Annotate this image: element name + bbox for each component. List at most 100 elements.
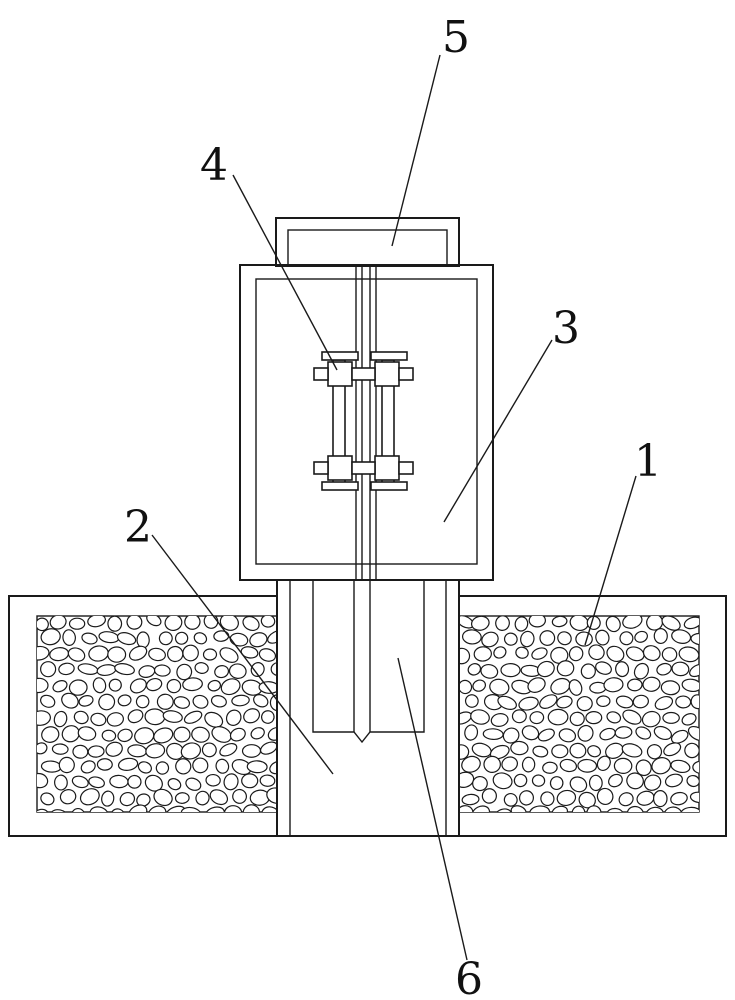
pebble: [596, 755, 611, 772]
pebble: [77, 726, 97, 741]
pebble: [577, 724, 594, 742]
pebble: [70, 807, 86, 812]
pebble: [54, 774, 68, 791]
pebble: [78, 695, 94, 707]
pebble: [180, 742, 202, 760]
pebble: [174, 792, 190, 804]
label-1: 1: [634, 436, 662, 487]
pebble: [192, 694, 209, 709]
pebble: [483, 755, 501, 773]
pebble: [261, 710, 275, 724]
pebble: [147, 805, 167, 812]
pebble: [88, 776, 105, 789]
pebble: [49, 616, 67, 630]
pebble: [98, 631, 120, 644]
pebble: [687, 725, 699, 742]
pebble: [192, 757, 209, 774]
pebble: [108, 678, 122, 692]
pebble: [551, 744, 569, 759]
pebble: [106, 712, 124, 727]
pebble: [660, 680, 681, 696]
pebble: [71, 775, 89, 789]
pebble: [135, 694, 150, 709]
pebble: [518, 696, 539, 711]
pebble: [88, 645, 109, 662]
pebble: [116, 632, 137, 646]
pebble: [622, 616, 643, 629]
pebble: [73, 710, 89, 725]
pebble: [606, 711, 622, 724]
pebble: [219, 742, 238, 757]
pebble: [146, 616, 162, 627]
pebble: [209, 789, 229, 806]
pebble: [259, 741, 277, 755]
pebble: [267, 726, 277, 741]
pebble: [107, 646, 127, 663]
left-gravel-fill: [37, 616, 277, 812]
pebble: [145, 677, 163, 692]
pebble: [119, 792, 136, 807]
pebble: [89, 806, 110, 812]
pebble: [662, 711, 680, 724]
pebble: [205, 773, 221, 787]
pebble: [558, 728, 577, 743]
pebble: [162, 710, 183, 723]
pebble: [153, 727, 174, 744]
pebble: [605, 616, 621, 633]
pebble: [569, 742, 587, 759]
pebble: [681, 678, 699, 693]
pebble: [471, 805, 491, 812]
pebble: [661, 616, 681, 631]
pebble: [635, 759, 652, 777]
pebble: [551, 616, 568, 628]
pebble: [686, 774, 699, 788]
pebble: [661, 647, 678, 662]
pebble: [489, 744, 510, 760]
pebble: [627, 678, 643, 692]
pebble: [651, 757, 672, 775]
pebble: [37, 710, 51, 726]
pebble: [547, 708, 569, 726]
pebble: [511, 709, 527, 724]
pebble: [258, 681, 277, 694]
pebble: [40, 661, 57, 678]
pebble: [500, 662, 521, 678]
pebble: [167, 778, 182, 791]
pebble: [551, 805, 569, 812]
pebble: [40, 694, 56, 708]
pebble: [622, 709, 642, 725]
pebble: [80, 760, 96, 774]
pebble: [603, 677, 624, 693]
pebble: [59, 789, 77, 805]
pebble: [250, 727, 265, 740]
pebble: [110, 808, 126, 812]
pebble: [527, 677, 546, 693]
pebble: [596, 695, 611, 708]
pebble: [654, 695, 674, 711]
pebble: [625, 646, 645, 662]
leader-line-2: [151, 534, 334, 775]
label-5: 5: [442, 12, 470, 63]
pebble: [689, 791, 699, 804]
pebble: [580, 663, 596, 680]
pebble: [656, 662, 672, 676]
pebble: [153, 788, 173, 807]
pebble: [261, 806, 277, 812]
pebble: [613, 757, 633, 774]
left-gravel-tank: [8, 595, 278, 837]
pebble: [606, 807, 624, 812]
pebble: [663, 806, 683, 812]
pebble: [114, 663, 135, 676]
pebble: [472, 679, 487, 692]
pebble: [683, 616, 699, 630]
pebble: [556, 660, 575, 677]
pebble: [559, 758, 578, 773]
pebble: [493, 646, 507, 659]
pebble: [136, 793, 151, 807]
pebble: [557, 631, 572, 646]
pebble: [459, 647, 471, 665]
pebble: [671, 661, 690, 677]
pebble: [464, 724, 479, 741]
pebble: [490, 713, 509, 727]
pebble: [153, 664, 171, 677]
